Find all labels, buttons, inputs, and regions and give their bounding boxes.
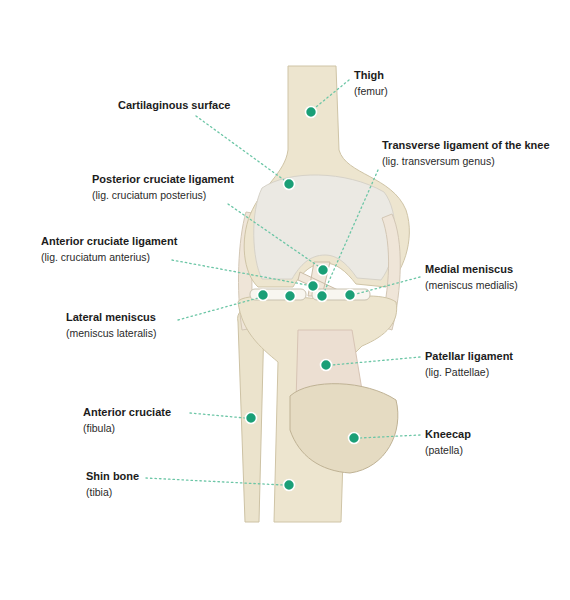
marker-dots	[246, 107, 360, 491]
marker-dot	[321, 360, 332, 371]
marker-dot	[317, 291, 328, 302]
leader-line	[172, 260, 307, 285]
part-name: Thigh	[354, 68, 384, 82]
latin-name: (meniscus medialis)	[425, 278, 518, 292]
latin-name: (lig. Pattellae)	[425, 365, 489, 379]
marker-dot	[349, 433, 360, 444]
latin-name: (lig. cruciatum posterius)	[92, 188, 206, 202]
part-name: Cartilaginous surface	[118, 98, 230, 112]
part-name: Anterior cruciate	[83, 405, 171, 419]
part-name: Shin bone	[86, 469, 139, 483]
leader-line	[360, 435, 420, 438]
leader-line	[146, 478, 283, 485]
patella-bone	[290, 384, 398, 473]
part-name: Lateral meniscus	[66, 310, 156, 324]
part-name: Medial meniscus	[425, 262, 513, 276]
leader-line	[196, 116, 284, 180]
leader-line	[356, 277, 420, 294]
latin-name: (lig. cruciatum anterius)	[41, 250, 150, 264]
leader-line	[178, 298, 258, 320]
marker-dot	[246, 413, 257, 424]
marker-dot	[258, 290, 269, 301]
latin-name: (fibula)	[83, 421, 115, 435]
cartilage-surface	[254, 175, 395, 280]
lateral-meniscus-band	[250, 289, 306, 300]
femur-bone	[244, 66, 409, 287]
part-name: Transverse ligament of the knee	[382, 138, 550, 152]
marker-dot	[345, 290, 356, 301]
leader-line	[228, 204, 318, 266]
part-name: Posterior cruciate ligament	[92, 172, 234, 186]
leader-line	[332, 357, 420, 365]
marker-dot	[318, 265, 329, 276]
latin-name: (lig. transversum genus)	[382, 154, 495, 168]
latin-name: (patella)	[425, 443, 463, 457]
marker-dot	[308, 281, 319, 292]
part-name: Kneecap	[425, 427, 471, 441]
marker-dot	[306, 107, 317, 118]
latin-name: (meniscus lateralis)	[66, 326, 156, 340]
leader-lines	[146, 80, 420, 485]
leader-line	[190, 413, 245, 418]
latin-name: (femur)	[354, 84, 388, 98]
leader-line	[325, 170, 378, 290]
marker-dot	[284, 480, 295, 491]
marker-dot	[284, 179, 295, 190]
knee-bones	[238, 66, 410, 522]
part-name: Patellar ligament	[425, 349, 513, 363]
leader-line	[316, 80, 349, 107]
marker-dot	[285, 291, 296, 302]
latin-name: (tibia)	[86, 485, 112, 499]
part-name: Anterior cruciate ligament	[41, 234, 177, 248]
